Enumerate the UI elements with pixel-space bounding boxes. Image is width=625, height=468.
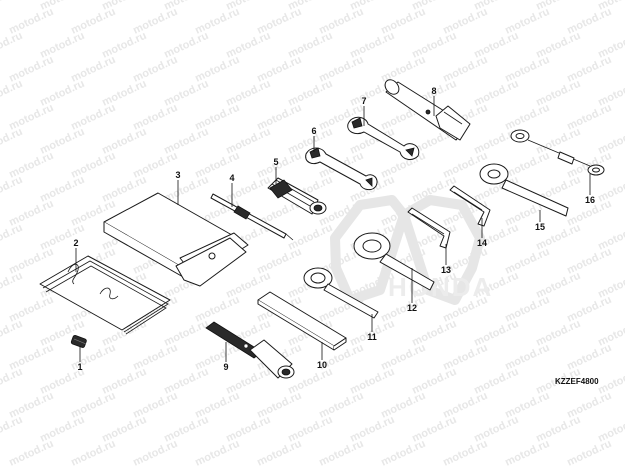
watermark-text: motod.ru: [0, 174, 24, 205]
part-1-plug: [70, 335, 87, 348]
part-code-label: KZZEF4800: [555, 377, 599, 386]
watermark-text: motod.ru: [0, 414, 24, 445]
watermark-text: motod.ru: [379, 438, 427, 468]
watermark-text: motod.ru: [596, 30, 625, 61]
leader-lines: [75, 96, 591, 362]
part-16-helmet-cable: [510, 129, 605, 176]
watermark-text: motod.ru: [596, 318, 625, 349]
watermark-text: motod.ru: [0, 318, 24, 349]
callout-2: 2: [73, 238, 78, 248]
part-15-pin-spanner: [479, 163, 569, 217]
brand-logo: HONDA: [330, 195, 493, 305]
callout-6: 6: [311, 126, 316, 136]
watermark-text: motod.ru: [0, 222, 24, 253]
callout-13: 13: [441, 265, 451, 275]
callout-10: 10: [317, 360, 327, 370]
watermark-text: motod.ru: [0, 30, 24, 61]
callout-14: 14: [477, 238, 487, 248]
part-7-wrench: [347, 116, 420, 160]
part-3-tool-bag: [103, 192, 249, 287]
brand-logo-text: HONDA: [388, 272, 493, 302]
watermark-text: motod.ru: [193, 438, 241, 468]
watermark-text: motod.ru: [596, 78, 625, 109]
watermark-text: motod.ru: [0, 126, 24, 157]
part-12-ring-spanner: [353, 232, 435, 291]
callout-5: 5: [273, 157, 278, 167]
watermark-text: motod.ru: [565, 438, 613, 468]
watermark-text: motod.ru: [596, 126, 625, 157]
callout-7: 7: [361, 96, 366, 106]
watermark-text: motod.ru: [317, 438, 365, 468]
watermark-text: motod.ru: [0, 366, 24, 397]
callout-8: 8: [431, 86, 436, 96]
callout-15: 15: [535, 222, 545, 232]
part-14-hex-key: [449, 185, 491, 227]
part-5-screwdriver-handle: [267, 177, 327, 215]
watermark-text: motod.ru: [0, 0, 24, 13]
callout-11: 11: [367, 332, 377, 342]
callouts: 1 2 3 4 5 6 7 8 9 10 11 12 13 14 15 16: [73, 86, 595, 372]
watermark-text: motod.ru: [255, 438, 303, 468]
watermark-text: motod.ru: [596, 222, 625, 253]
callout-3: 3: [175, 170, 180, 180]
watermark-text: motod.ru: [503, 438, 551, 468]
watermark-text: motod.ru: [441, 438, 489, 468]
watermark-text: motod.ru: [596, 366, 625, 397]
part-6-wrench: [305, 147, 378, 191]
watermark-text: motod.ru: [0, 270, 24, 301]
watermark-text: motod.ru: [0, 78, 24, 109]
part-10-handle-bar: [257, 291, 347, 351]
watermark-text: motod.ru: [596, 414, 625, 445]
watermark-text: motod.ru: [7, 438, 55, 468]
part-4-screwdriver-bit: [210, 193, 294, 241]
watermark-text: motod.ru: [69, 438, 117, 468]
callout-16: 16: [585, 195, 595, 205]
part-9-socket-extension: [205, 321, 295, 379]
callout-4: 4: [229, 173, 234, 183]
part-8-plug-wrench: [384, 79, 471, 141]
callout-9: 9: [223, 362, 228, 372]
callout-1: 1: [77, 362, 82, 372]
callout-12: 12: [407, 303, 417, 313]
watermark-text: motod.ru: [596, 270, 625, 301]
part-2-document: [39, 255, 171, 335]
watermark-text: motod.ru: [131, 438, 179, 468]
part-11-ring-spanner: [303, 267, 379, 319]
watermark-text: motod.ru: [596, 174, 625, 205]
